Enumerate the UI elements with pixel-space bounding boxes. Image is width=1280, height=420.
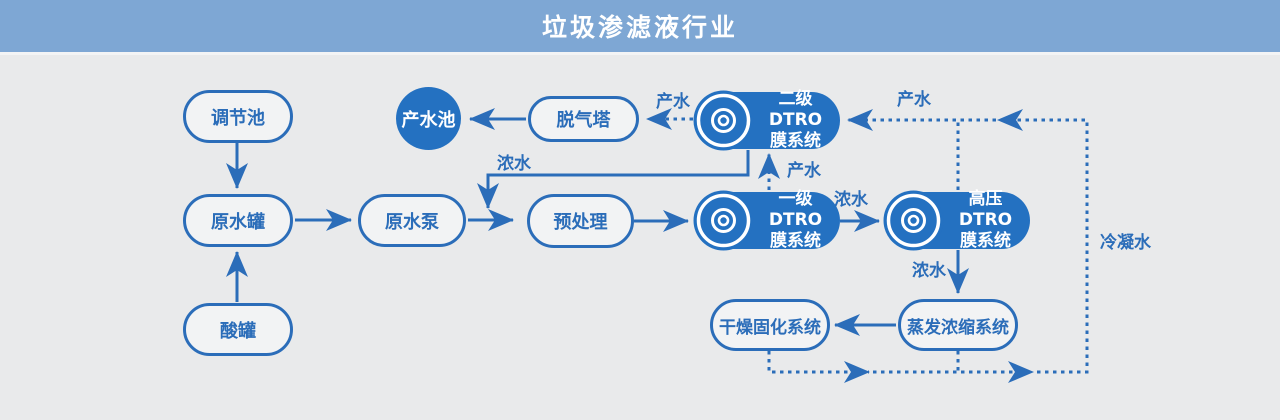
flow-label-concentrate: 浓水	[834, 190, 868, 210]
node-pretreatment: 预处理	[527, 194, 634, 248]
node-raw-water-tank: 原水罐	[183, 194, 293, 247]
flow-label-product-water: 产水	[787, 161, 821, 181]
flow-label-product-water: 产水	[897, 90, 931, 110]
node-drying-solidification: 干燥固化系统	[710, 299, 830, 351]
node-stage2-dtro-membrane-system: 二级DTRO 膜系统	[693, 89, 840, 151]
node-stage1-dtro-membrane-system: 一级DTRO 膜系统	[693, 189, 840, 251]
node-label: 一级DTRO 膜系统	[768, 188, 823, 252]
node-label: 蒸发浓缩系统	[907, 317, 1009, 338]
node-label: 原水罐	[211, 211, 265, 233]
node-label: 酸罐	[220, 320, 256, 342]
node-raw-water-pump: 原水泵	[358, 194, 466, 247]
flow-label-concentrate: 浓水	[912, 261, 946, 281]
edge-stage2-concentrate-recycle	[477, 150, 750, 209]
node-regulation-pool: 调节池	[183, 90, 293, 143]
membrane-disc-icon	[693, 190, 754, 251]
node-degassing-tower: 脱气塔	[528, 96, 639, 142]
flow-label-concentrate: 浓水	[497, 154, 531, 174]
node-label: 原水泵	[385, 211, 439, 233]
membrane-disc-icon	[693, 90, 754, 151]
node-label: 二级DTRO 膜系统	[768, 88, 823, 152]
node-label: 预处理	[553, 212, 608, 233]
node-label: 产水池	[401, 109, 456, 131]
edge-dryer-condensate	[767, 351, 870, 383]
edge-condensate-riser	[997, 109, 1089, 374]
membrane-disc-icon	[883, 190, 944, 251]
node-label: 脱气塔	[556, 110, 611, 131]
page-header: 垃圾渗滤液行业	[0, 0, 1280, 55]
node-label: 高压DTRO 膜系统	[958, 188, 1013, 252]
node-evaporation-concentration: 蒸发浓缩系统	[898, 299, 1018, 351]
page-title: 垃圾渗滤液行业	[541, 13, 738, 42]
node-high-pressure-dtro-membrane-system: 高压DTRO 膜系统	[883, 189, 1030, 251]
node-label: 调节池	[211, 107, 265, 129]
flow-label-condensate-water: 冷凝水	[1100, 233, 1151, 253]
node-product-water-pool: 产水池	[396, 87, 461, 150]
flow-label-product-water: 产水	[656, 92, 690, 112]
node-acid-tank: 酸罐	[183, 303, 293, 356]
node-label: 干燥固化系统	[719, 317, 821, 338]
